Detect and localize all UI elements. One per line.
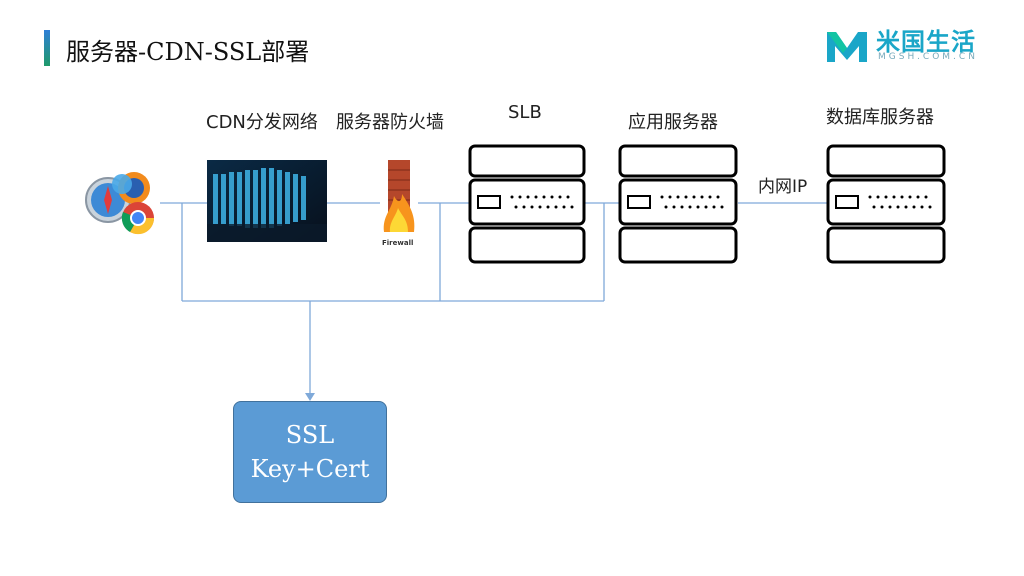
cdn-server-image — [207, 160, 327, 242]
page-title: 服务器-CDN-SSL部署 — [66, 38, 310, 66]
app-server-label: 应用服务器 — [628, 112, 718, 133]
firewall-icon-caption: Firewall — [382, 239, 414, 247]
intranet-ip-label: 内网IP — [758, 177, 808, 197]
firewall-label: 服务器防火墙 — [336, 112, 444, 133]
ssl-line2: Key+Cert — [250, 455, 370, 483]
mgsh-logo-icon — [827, 32, 867, 62]
db-server-icon — [826, 144, 946, 264]
browser-icons — [85, 172, 155, 235]
logo-subtext: MGSH.COM.CN — [878, 52, 978, 62]
cdn-label: CDN分发网络 — [206, 112, 318, 133]
brand-logo: 米国生活 MGSH.COM.CN — [824, 22, 994, 68]
db-server-label: 数据库服务器 — [826, 107, 934, 128]
firewall-icon — [383, 160, 415, 232]
ssl-box: SSL Key+Cert — [233, 401, 387, 503]
slb-server-icon — [468, 144, 586, 264]
logo-text: 米国生活 — [876, 28, 976, 56]
ssl-line1: SSL — [285, 421, 335, 449]
slb-label: SLB — [508, 102, 542, 123]
title-accent-bar — [44, 30, 50, 66]
arrow-head — [305, 393, 315, 401]
app-server-icon — [618, 144, 738, 264]
